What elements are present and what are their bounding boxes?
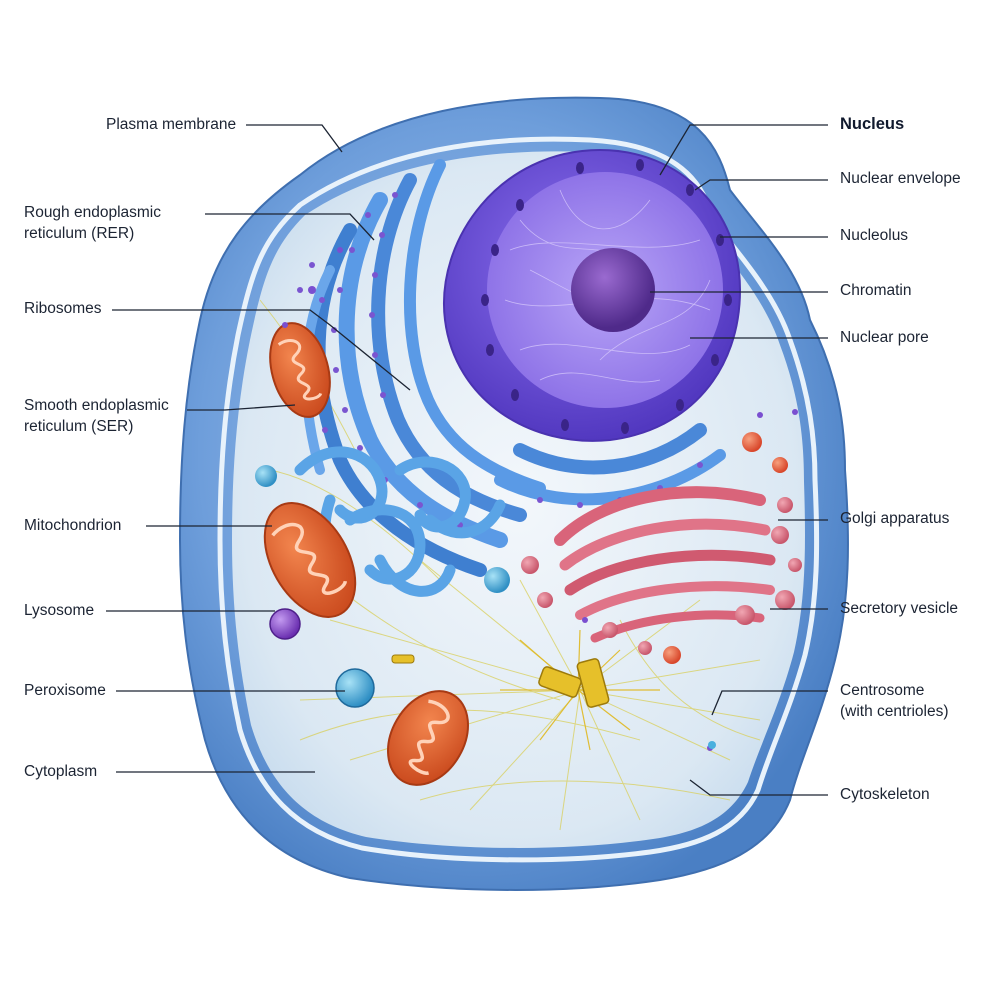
label-ribosomes: Ribosomes [24, 300, 102, 317]
label-plasma-membrane: Plasma membrane [106, 116, 237, 133]
label-nuclear-pore: Nuclear pore [840, 329, 929, 346]
centrioles [391, 654, 610, 708]
label-ser-line2: reticulum (SER) [24, 418, 134, 435]
label-chromatin: Chromatin [840, 282, 912, 299]
peroxisomes [255, 465, 510, 708]
label-rer-line1: Rough endoplasmic [24, 204, 162, 221]
lysosome [269, 608, 301, 640]
label-secretory-vesicle: Secretory vesicle [840, 600, 959, 617]
label-centrosome-line2: (with centrioles) [840, 703, 949, 720]
mitochondrion-3 [387, 690, 469, 786]
nuclear-pores [481, 159, 732, 434]
mitochondria [263, 322, 469, 786]
label-nuclear-envelope: Nuclear envelope [840, 170, 961, 187]
label-cytoplasm: Cytoplasm [24, 763, 98, 780]
label-centrosome-line1: Centrosome [840, 682, 925, 699]
mitochondrion-2 [263, 502, 357, 618]
label-rer-line2: reticulum (RER) [24, 225, 135, 242]
nucleus [443, 148, 742, 442]
rough-er [301, 159, 726, 577]
small-vesicle [708, 741, 716, 749]
label-nucleolus: Nucleolus [840, 227, 909, 244]
label-golgi-apparatus: Golgi apparatus [840, 510, 950, 527]
label-lysosome: Lysosome [24, 602, 95, 619]
label-mitochondrion: Mitochondrion [24, 517, 122, 534]
secretory-vesicles [521, 432, 802, 664]
cytoplasm-particles [282, 247, 798, 751]
label-ser-line1: Smooth endoplasmic [24, 397, 169, 414]
label-peroxisome: Peroxisome [24, 682, 106, 699]
label-nucleus: Nucleus [840, 115, 905, 133]
nucleolus [571, 248, 655, 332]
label-cytoskeleton: Cytoskeleton [840, 786, 930, 803]
leader-lines [106, 124, 828, 796]
